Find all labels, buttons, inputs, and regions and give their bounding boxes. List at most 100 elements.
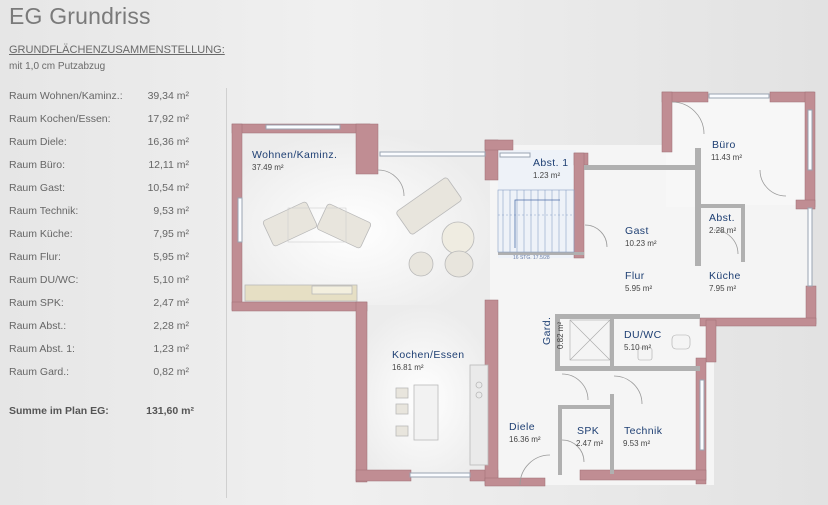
area-value: 10,54 m² [147,181,189,194]
area-value: 9,53 m² [153,204,189,217]
living-furniture [244,177,475,302]
wall [705,319,717,363]
area-row: Raum Küche: 7,95 m² [9,222,189,245]
area-sum-row: Summe im Plan EG: 131,60 m² [9,405,194,417]
room-area-abst: 2.28 m² [709,226,736,235]
area-row: Raum Abst.: 2,28 m² [9,314,189,337]
sum-label: Summe im Plan EG: [9,405,109,417]
area-name: Raum Küche: [9,227,73,240]
room-name-abst1: Abst. 1 [533,157,568,169]
room-name-diele: Diele [509,421,535,433]
room-area-abst1: 1.23 m² [533,171,560,180]
wall [695,148,701,266]
armchair [316,203,372,249]
area-name: Raum Abst.: [9,319,67,332]
floor-kueche [700,205,810,320]
door-arc [584,224,608,248]
area-value: 0,82 m² [153,365,189,378]
area-name: Raum Abst. 1: [9,342,75,355]
room-labels: Wohnen/Kaminz. 37.49 m² Kochen/Essen 16.… [252,139,742,448]
room-area-buero: 11.43 m² [711,153,742,162]
wall [558,405,562,475]
chair [395,403,409,415]
window [708,93,770,99]
area-row: Raum Abst. 1:1,23 m² [9,337,189,360]
area-value: 2,28 m² [153,319,189,332]
area-name: Raum Büro: [9,158,66,171]
chair [395,425,409,437]
area-value: 5,95 m² [153,250,189,263]
room-area-flur: 5.95 m² [625,284,652,293]
kitchen-counter [469,364,489,466]
room-name-buero: Büro [712,139,736,151]
window [499,152,531,158]
wc [671,334,691,350]
area-row: Raum DU/WC:5,10 m² [9,268,189,291]
window [807,207,813,287]
plaster-note: mit 1,0 cm Putzabzug [9,61,106,72]
area-name: Raum DU/WC: [9,273,79,286]
stair-label: 16 STG. 17.5/28 [513,255,550,261]
stair-outline [497,189,575,253]
wall [573,152,585,259]
window [237,197,243,243]
page-title: EG Grundriss [9,3,151,29]
area-value: 7,95 m² [153,227,189,240]
door-arc [561,439,585,463]
room-name-spk: SPK [577,425,599,437]
room-area-technik: 9.53 m² [623,439,650,448]
area-row: Raum Kochen/Essen: 17,92 m² [9,107,189,130]
pouf [408,251,434,277]
room-name-abst: Abst. [709,212,735,224]
room-area-gard: 0.82 m² [556,322,565,349]
window [807,109,813,171]
room-area-kochen: 16.81 m² [392,363,424,372]
door-arc [519,454,551,486]
washbasin [637,347,653,361]
wall [231,301,368,312]
wall [558,405,614,409]
area-row: Raum SPK:2,47 m² [9,291,189,314]
area-row: Raum Gard.:0,82 m² [9,360,189,383]
wall [555,314,560,370]
room-name-technik: Technik [624,425,663,437]
dining-table [413,384,439,441]
door-arc [377,169,405,197]
room-name-kochen: Kochen/Essen [392,349,465,361]
room-area-kueche: 7.95 m² [709,284,736,293]
wall [584,165,699,170]
hob [475,391,483,399]
wall [610,394,614,474]
staircase [497,189,575,253]
chair [395,387,409,399]
room-name-kueche: Küche [709,270,741,282]
lounge-chair [444,250,474,278]
hob [475,381,483,389]
door-arc [671,101,705,135]
sofa [396,177,462,235]
window [379,151,486,157]
wall [355,469,412,482]
wall [795,199,816,210]
door-arc [613,375,643,405]
area-row: Raum Diele:16,36 m² [9,130,189,153]
floor-buero [666,97,810,207]
wall [555,314,700,319]
wall [661,91,673,153]
area-list: Raum Wohnen/Kaminz.:39,34 m² Raum Kochen… [9,84,189,383]
interior-walls [498,148,745,475]
window [265,124,341,130]
round-table [441,221,475,255]
door-arc [561,373,589,401]
room-area-diele: 16.36 m² [509,435,541,444]
door-arc [713,229,739,255]
room-name-gard: Gard. [541,317,553,345]
area-value: 17,92 m² [147,112,189,125]
area-value: 2,47 m² [153,296,189,309]
area-name: Raum Flur: [9,250,61,263]
area-value: 39,34 m² [147,89,189,102]
wall [699,317,817,327]
area-name: Raum Kochen/Essen: [9,112,111,125]
area-name: Raum Technik: [9,204,79,217]
